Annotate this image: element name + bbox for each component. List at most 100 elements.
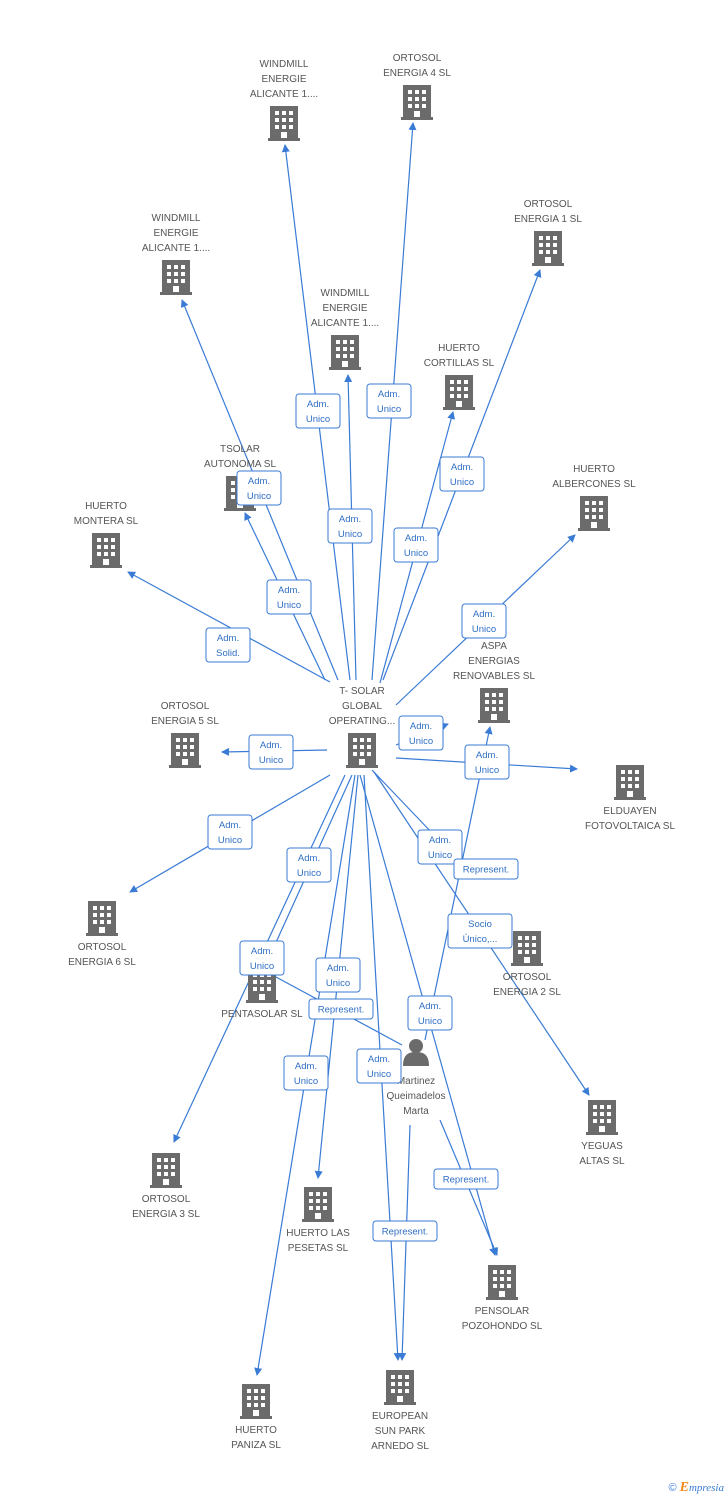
building-icon	[169, 733, 201, 768]
building-icon	[586, 1100, 618, 1135]
node-pentasolar[interactable]: PENTASOLAR SL	[221, 968, 303, 1020]
empresia-logo[interactable]: © Empresia	[668, 1480, 724, 1495]
edge-label-tsolar-aspa[interactable]: Adm.Unico	[398, 715, 444, 751]
edge-label-tsolar-tsolaraut[interactable]: Adm.Unico	[266, 579, 312, 615]
edge-label-text: Único,...	[463, 934, 498, 945]
node-label: ALTAS SL	[579, 1156, 625, 1167]
edge-label-text: Unico	[450, 477, 474, 488]
node-label: ORTOSOL	[142, 1194, 191, 1205]
edge-label-text: Adm.	[429, 835, 451, 846]
node-tsolar[interactable]: T- SOLARGLOBALOPERATING...	[329, 686, 396, 768]
node-label: GLOBAL	[342, 701, 382, 712]
edge-label-text: Adm.	[368, 1054, 390, 1065]
edge-label-tsolar-ortosol4[interactable]: Adm.Unico	[366, 383, 412, 419]
node-label: WINDMILL	[152, 213, 201, 224]
edge-label-text: Unico	[367, 1069, 391, 1080]
edge-label-tsolar-pesetas[interactable]: Adm.Unico	[315, 957, 361, 993]
building-icon	[578, 496, 610, 531]
edge-label-text: Adm.	[217, 633, 239, 644]
node-label: PANIZA SL	[231, 1440, 281, 1451]
node-label: HUERTO	[235, 1425, 277, 1436]
node-label: ENERGIA 2 SL	[493, 987, 561, 998]
node-windmill2[interactable]: WINDMILL ENERGIE ALICANTE 1....	[142, 213, 210, 295]
building-icon	[532, 231, 564, 266]
edge-label-tsolar-ortosol3[interactable]: Adm.Unico	[239, 940, 285, 976]
edge-label-tsolar-montera[interactable]: Adm. Solid.	[205, 627, 251, 663]
building-icon	[614, 765, 646, 800]
node-label: ORTOSOL	[161, 701, 210, 712]
edge-label-tsolar-ortosol2[interactable]: Adm.Unico	[417, 829, 463, 865]
edge-label-tsolar-windmill2[interactable]: Adm.Unico	[327, 508, 373, 544]
node-label: ARNEDO SL	[371, 1441, 429, 1452]
node-label: ALBERCONES SL	[552, 479, 636, 490]
copyright-icon: ©	[668, 1482, 677, 1494]
edge-martinez-arnedo	[398, 1124, 411, 1361]
edge-label-tsolar-ortosol1[interactable]: Adm.Unico	[439, 456, 485, 492]
edge-label-text: Unico	[377, 404, 401, 415]
node-label: Martinez	[397, 1076, 435, 1087]
node-label: ALICANTE 1....	[142, 243, 210, 254]
node-label: FOTOVOLTAICA SL	[585, 821, 675, 832]
edge-label-martinez-pentasolar[interactable]: Represent.	[308, 998, 374, 1020]
edge-label-text: Represent.	[463, 865, 509, 876]
edge-label-tsolar-arnedo[interactable]: Adm. Unico	[356, 1048, 402, 1084]
edge-label-text: Unico	[409, 736, 433, 747]
edge-label-martinez-pozohondo[interactable]: Represent.	[433, 1168, 499, 1190]
building-icon	[240, 1384, 272, 1419]
edge-label-text: Unico	[338, 529, 362, 540]
node-label: OPERATING...	[329, 716, 396, 727]
edge-label-tsolar-paniza[interactable]: Adm.Unico	[283, 1055, 329, 1091]
node-label: PESETAS SL	[288, 1243, 349, 1254]
edge-label-tsolar-pentasolar[interactable]: Adm.Unico	[286, 847, 332, 883]
edge-label-tsolar-ortosol6[interactable]: Adm.Unico	[207, 814, 253, 850]
edge-label-tsolar-albercones[interactable]: Adm.Unico	[461, 603, 507, 639]
node-label: ENERGIE	[322, 303, 367, 314]
node-label: ORTOSOL	[78, 942, 127, 953]
node-paniza[interactable]: HUERTO PANIZA SL	[231, 1384, 281, 1451]
node-label: POZOHONDO SL	[462, 1321, 543, 1332]
node-label: SUN PARK	[375, 1426, 426, 1437]
node-label: ALICANTE 1....	[311, 318, 379, 329]
building-icon	[150, 1153, 182, 1188]
edge-label-martinez-aspa[interactable]: Represent.	[453, 858, 519, 880]
edge-label-text: Solid.	[216, 648, 240, 659]
edge-label-martinez-arnedo[interactable]: Represent.	[372, 1220, 438, 1242]
building-icon	[443, 375, 475, 410]
building-icon	[486, 1265, 518, 1300]
edge-label-text: Unico	[472, 624, 496, 635]
edge-label-tsolar-windmill1[interactable]: Adm.Unico	[295, 393, 341, 429]
edge-label-text: Adm.	[476, 750, 498, 761]
edge-label-text: Represent.	[318, 1005, 364, 1016]
node-label: ENERGIE	[261, 74, 306, 85]
edge-label-text: Adm.	[307, 399, 329, 410]
edge-label-tsolar-elduayen[interactable]: Adm.Unico	[464, 744, 510, 780]
node-label: MONTERA SL	[74, 516, 139, 527]
node-label: ENERGIE	[153, 228, 198, 239]
edge-label-tsolar-ortosol5[interactable]: Adm.Unico	[248, 734, 294, 770]
edge-label-tsolar-pozohondo[interactable]: Adm.Unico	[407, 995, 453, 1031]
edge-label-tsolar-yeguas[interactable]: SocioÚnico,...	[447, 913, 513, 949]
edge-labels-layer: Adm.UnicoAdm.UnicoAdm.UnicoAdm.UnicoAdm.…	[205, 383, 519, 1242]
node-label: ORTOSOL	[524, 199, 573, 210]
edge-label-tsolar-cortillas[interactable]: Adm.Unico	[393, 527, 439, 563]
edge-label-tsolar-windmill3[interactable]: Adm.Unico	[236, 470, 282, 506]
